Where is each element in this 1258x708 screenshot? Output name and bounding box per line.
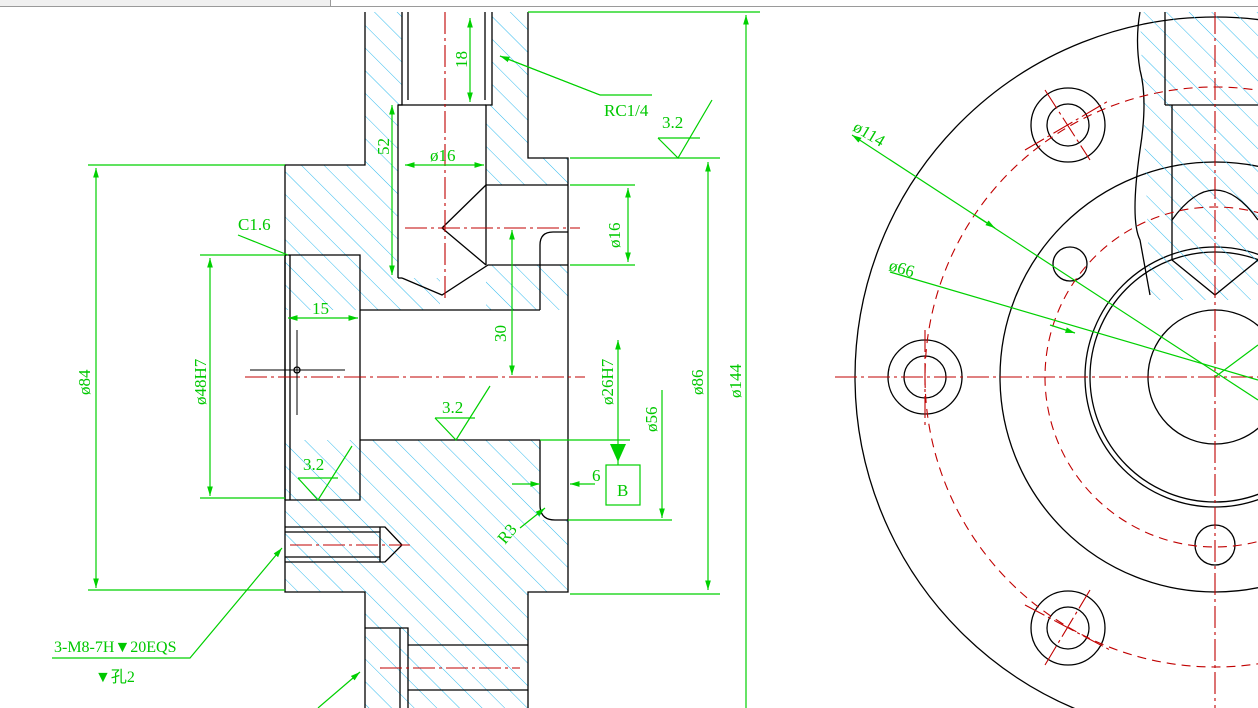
window-top-border bbox=[330, 6, 1258, 7]
section-view: RC1/4 3.2 18 52 ø16 C1.6 ø16 15 30 ø84 ø… bbox=[52, 11, 760, 708]
label-dim-18: 18 bbox=[452, 51, 471, 68]
label-dim-30: 30 bbox=[491, 325, 510, 342]
label-dim-phi84: ø84 bbox=[75, 369, 94, 395]
label-thread-spec: 3-M8-7H▼20EQS bbox=[54, 639, 177, 656]
label-thread-depth: ▼孔2 bbox=[95, 668, 135, 686]
label-dim-phi86: ø86 bbox=[688, 370, 707, 396]
label-dim-phi26h7: ø26H7 bbox=[598, 358, 617, 405]
section-hatching bbox=[285, 12, 568, 708]
label-dim-phi66: ø66 bbox=[887, 256, 917, 282]
section-centerlines bbox=[245, 12, 585, 669]
label-dim-phi56: ø56 bbox=[642, 407, 661, 433]
label-rc-quarter: RC1/4 bbox=[604, 101, 649, 120]
label-roughness-counterbore: 3.2 bbox=[303, 455, 324, 474]
window-title-bar bbox=[0, 0, 331, 7]
label-roughness-top: 3.2 bbox=[662, 113, 683, 132]
section-dimension-lines bbox=[52, 11, 760, 708]
label-dim-phi48h7: ø48H7 bbox=[191, 358, 210, 405]
label-dim-15: 15 bbox=[312, 299, 329, 318]
label-roughness-bore: 3.2 bbox=[442, 398, 463, 417]
label-chamfer-c16: C1.6 bbox=[238, 215, 271, 234]
label-dim-phi16-top: ø16 bbox=[430, 146, 456, 165]
label-dim-phi16-side: ø16 bbox=[605, 223, 624, 249]
section-dimension-text: RC1/4 3.2 18 52 ø16 C1.6 ø16 15 30 ø84 ø… bbox=[54, 51, 745, 686]
datum-b: B bbox=[617, 481, 628, 500]
end-view: ø114 ø66 bbox=[835, 11, 1258, 708]
label-dim-phi144: ø144 bbox=[726, 364, 745, 399]
end-view-dimensions: ø114 ø66 bbox=[850, 117, 1258, 401]
label-dim-52: 52 bbox=[374, 138, 393, 155]
label-dim-6: 6 bbox=[592, 466, 601, 485]
end-view-centerlines bbox=[835, 12, 1258, 708]
